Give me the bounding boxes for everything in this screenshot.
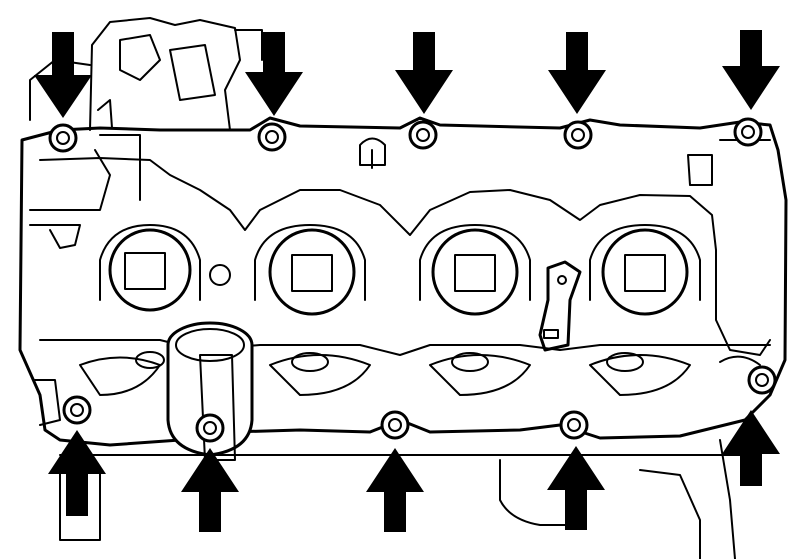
arrow-down-3 [395,32,453,114]
spark-plug-boss-3 [419,224,531,316]
engine-lower-parts [59,439,761,559]
bolt-bottom-4 [559,410,589,440]
bolt-top-1 [48,123,78,153]
valve-cover [18,116,788,447]
arrow-down-2 [245,32,303,116]
bolt-right-lower [747,365,777,395]
bolt-bottom-1 [62,395,92,425]
arrow-down-1 [34,32,92,118]
engine-background-parts [29,17,263,131]
bolt-bottom-2 [195,413,225,443]
arrow-up-2 [181,448,239,532]
bolt-bottom-3 [380,410,410,440]
spark-plug-boss-4 [589,224,701,316]
arrow-up-right [722,410,780,486]
bolt-top-3 [408,120,438,150]
oil-filler-cap [166,321,254,461]
bolt-top-4 [563,120,593,150]
bolt-top-5 [733,117,763,147]
spark-plug-boss-2 [254,224,366,316]
breather-fitting [359,137,386,166]
arrow-down-5 [722,30,780,110]
mounting-bracket [538,260,582,352]
arrows-down [34,30,780,118]
spark-plug-boss-1 [99,224,201,312]
arrow-up-3 [366,448,424,532]
small-boss [209,264,231,286]
arrow-down-4 [548,32,606,114]
bolt-top-2 [257,122,287,152]
bolts [48,117,777,443]
arrows-up [48,410,780,532]
arrow-up-4 [547,446,605,530]
arrow-up-1 [48,430,106,516]
